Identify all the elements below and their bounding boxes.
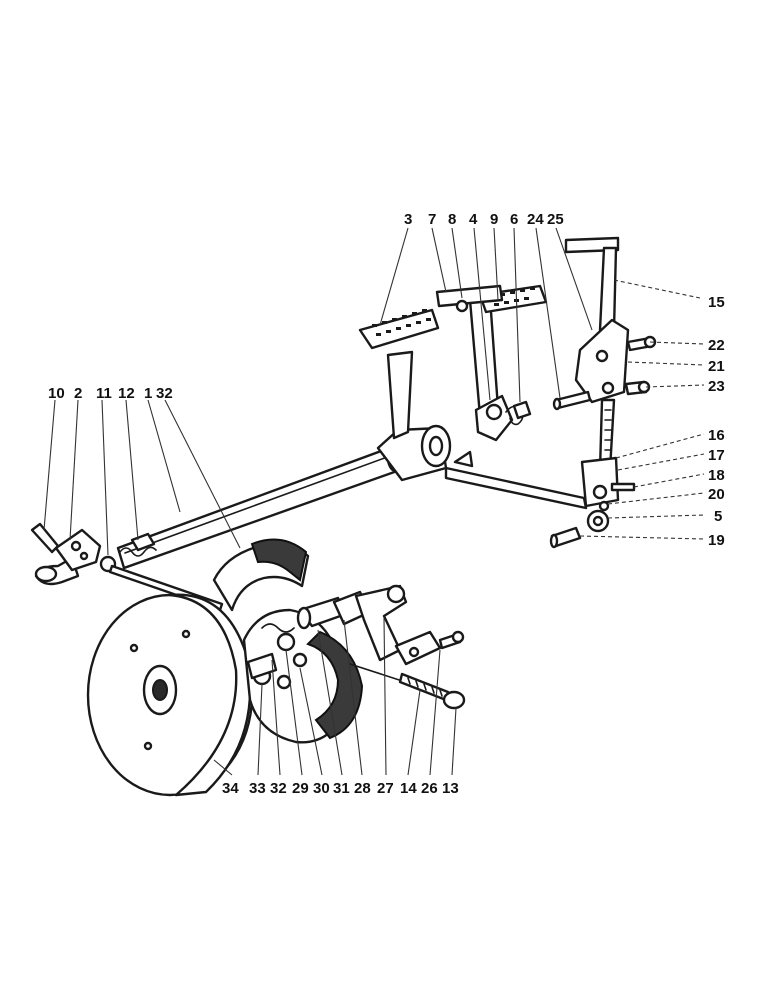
label-14: 14 [400, 780, 417, 797]
label-33: 33 [249, 780, 266, 797]
ratchet-small-parts [549, 482, 636, 549]
label-3: 3 [404, 211, 412, 228]
brake-pedal-left [358, 308, 440, 440]
brake-shoe-upper [212, 538, 310, 612]
label-12: 12 [118, 385, 135, 402]
label-6: 6 [510, 211, 518, 228]
label-2: 2 [74, 385, 82, 402]
label-32-top: 32 [156, 385, 173, 402]
brake-pedal-right [468, 284, 548, 418]
label-1: 1 [144, 385, 152, 402]
label-32-bottom: 32 [270, 780, 287, 797]
label-31: 31 [333, 780, 350, 797]
label-25: 25 [547, 211, 564, 228]
label-9: 9 [490, 211, 498, 228]
label-19: 19 [708, 532, 725, 549]
label-29: 29 [292, 780, 309, 797]
label-22: 22 [708, 337, 725, 354]
label-16: 16 [708, 427, 725, 444]
pedal-pivot-spring [474, 394, 532, 442]
label-15: 15 [708, 294, 725, 311]
ratchet-pawl-rod [552, 390, 592, 411]
label-28: 28 [354, 780, 371, 797]
label-26: 26 [421, 780, 438, 797]
label-24: 24 [527, 211, 544, 228]
label-20: 20 [708, 486, 725, 503]
label-27: 27 [377, 780, 394, 797]
label-4: 4 [469, 211, 478, 228]
label-10: 10 [48, 385, 65, 402]
pedal-interlock-bar [435, 284, 504, 313]
label-17: 17 [708, 447, 725, 464]
label-11: 11 [96, 385, 112, 402]
leader-lines [43, 227, 705, 776]
parking-link-rod [444, 466, 588, 510]
parking-brake-ratchet [564, 236, 657, 508]
label-7: 7 [428, 211, 436, 228]
label-13: 13 [442, 780, 459, 797]
left-lever-assembly [30, 522, 157, 586]
label-18: 18 [708, 467, 725, 484]
label-34: 34 [222, 780, 239, 797]
part-labels: 10 2 11 12 1 32 3 7 8 4 9 6 24 25 15 22 … [48, 211, 725, 797]
label-30: 30 [313, 780, 330, 797]
label-5: 5 [714, 508, 722, 525]
label-21: 21 [708, 358, 725, 375]
label-8: 8 [448, 211, 456, 228]
pedal-hub [376, 424, 474, 482]
brake-drum [86, 593, 254, 797]
label-23: 23 [708, 378, 725, 395]
brake-backing-plate [242, 608, 364, 744]
